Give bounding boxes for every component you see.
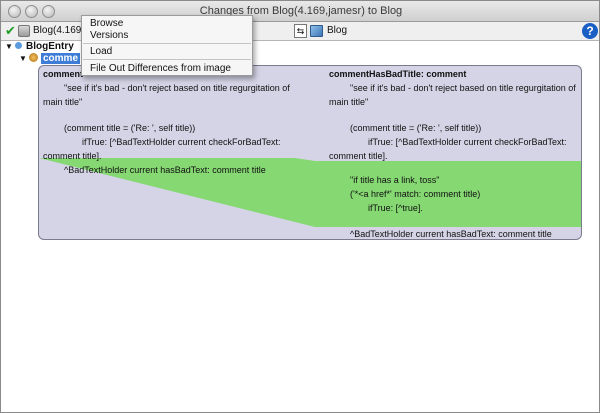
zoom-button[interactable] xyxy=(42,5,55,18)
cube-icon xyxy=(310,25,323,37)
context-menu: Browse Versions Load File Out Difference… xyxy=(81,15,253,76)
menu-item-versions[interactable]: Versions xyxy=(90,30,129,41)
menu-item-load[interactable]: Load xyxy=(90,46,113,57)
code-line: "see if it's bad - don't reject based on… xyxy=(350,83,576,93)
help-icon[interactable]: ? xyxy=(582,23,598,39)
right-version-label[interactable]: Blog xyxy=(327,25,348,36)
class-icon xyxy=(15,42,22,49)
code-line: comment title]. xyxy=(329,151,388,161)
code-line: "see if it's bad - don't reject based on… xyxy=(64,83,290,93)
code-line: (comment title = ('Re: ', self title)) xyxy=(64,123,196,133)
diff-highlight xyxy=(39,158,581,227)
code-line: (comment title = ('Re: ', self title)) xyxy=(350,123,482,133)
code-line: main title" xyxy=(329,97,369,107)
menu-separator xyxy=(83,43,251,44)
inserted-code-line: ifTrue: [^true]. xyxy=(368,203,423,213)
disclosure-triangle-icon[interactable]: ▼ xyxy=(5,42,13,51)
tree-class-label: BlogEntry xyxy=(26,41,74,52)
window-title: Changes from Blog(4.169,jamesr) to Blog xyxy=(199,5,403,17)
code-line: ifTrue: [^BadTextHolder current checkFor… xyxy=(368,137,567,147)
insertion-band xyxy=(39,158,581,227)
diff-icon[interactable]: ⇆ xyxy=(294,24,307,38)
code-line: comment title]. xyxy=(43,151,102,161)
code-line: comment xyxy=(43,69,84,79)
left-version-label[interactable]: Blog(4.169 xyxy=(33,25,82,36)
diff-panel: comment "see if it's bad - don't reject … xyxy=(38,65,582,240)
menu-separator xyxy=(83,59,251,60)
method-icon xyxy=(29,53,38,62)
change-tree: ▼ BlogEntry ▼ comme xyxy=(1,41,599,65)
code-line: ^BadTextHolder current hasBadText: comme… xyxy=(350,229,552,239)
code-line: commentHasBadTitle: comment xyxy=(329,69,467,79)
package-icon xyxy=(18,25,30,37)
inserted-code-line: "if title has a link, toss" xyxy=(350,175,440,185)
inserted-code-line: ('*<a href*' match: comment title) xyxy=(350,189,481,199)
disclosure-triangle-icon[interactable]: ▼ xyxy=(19,54,27,63)
tree-item-method[interactable]: ▼ comme xyxy=(19,53,81,64)
minimize-button[interactable] xyxy=(25,5,38,18)
menu-item-file-out-differences[interactable]: File Out Differences from image xyxy=(90,63,231,74)
menu-item-browse[interactable]: Browse xyxy=(90,18,124,29)
tree-method-label: comme xyxy=(41,53,81,64)
tree-item-class[interactable]: ▼ BlogEntry xyxy=(5,41,74,52)
code-line: ^BadTextHolder current hasBadText: comme… xyxy=(64,165,266,175)
check-icon[interactable]: ✔ xyxy=(5,23,16,38)
close-button[interactable] xyxy=(8,5,21,18)
code-line: main title" xyxy=(43,97,83,107)
code-line: ifTrue: [^BadTextHolder current checkFor… xyxy=(82,137,281,147)
